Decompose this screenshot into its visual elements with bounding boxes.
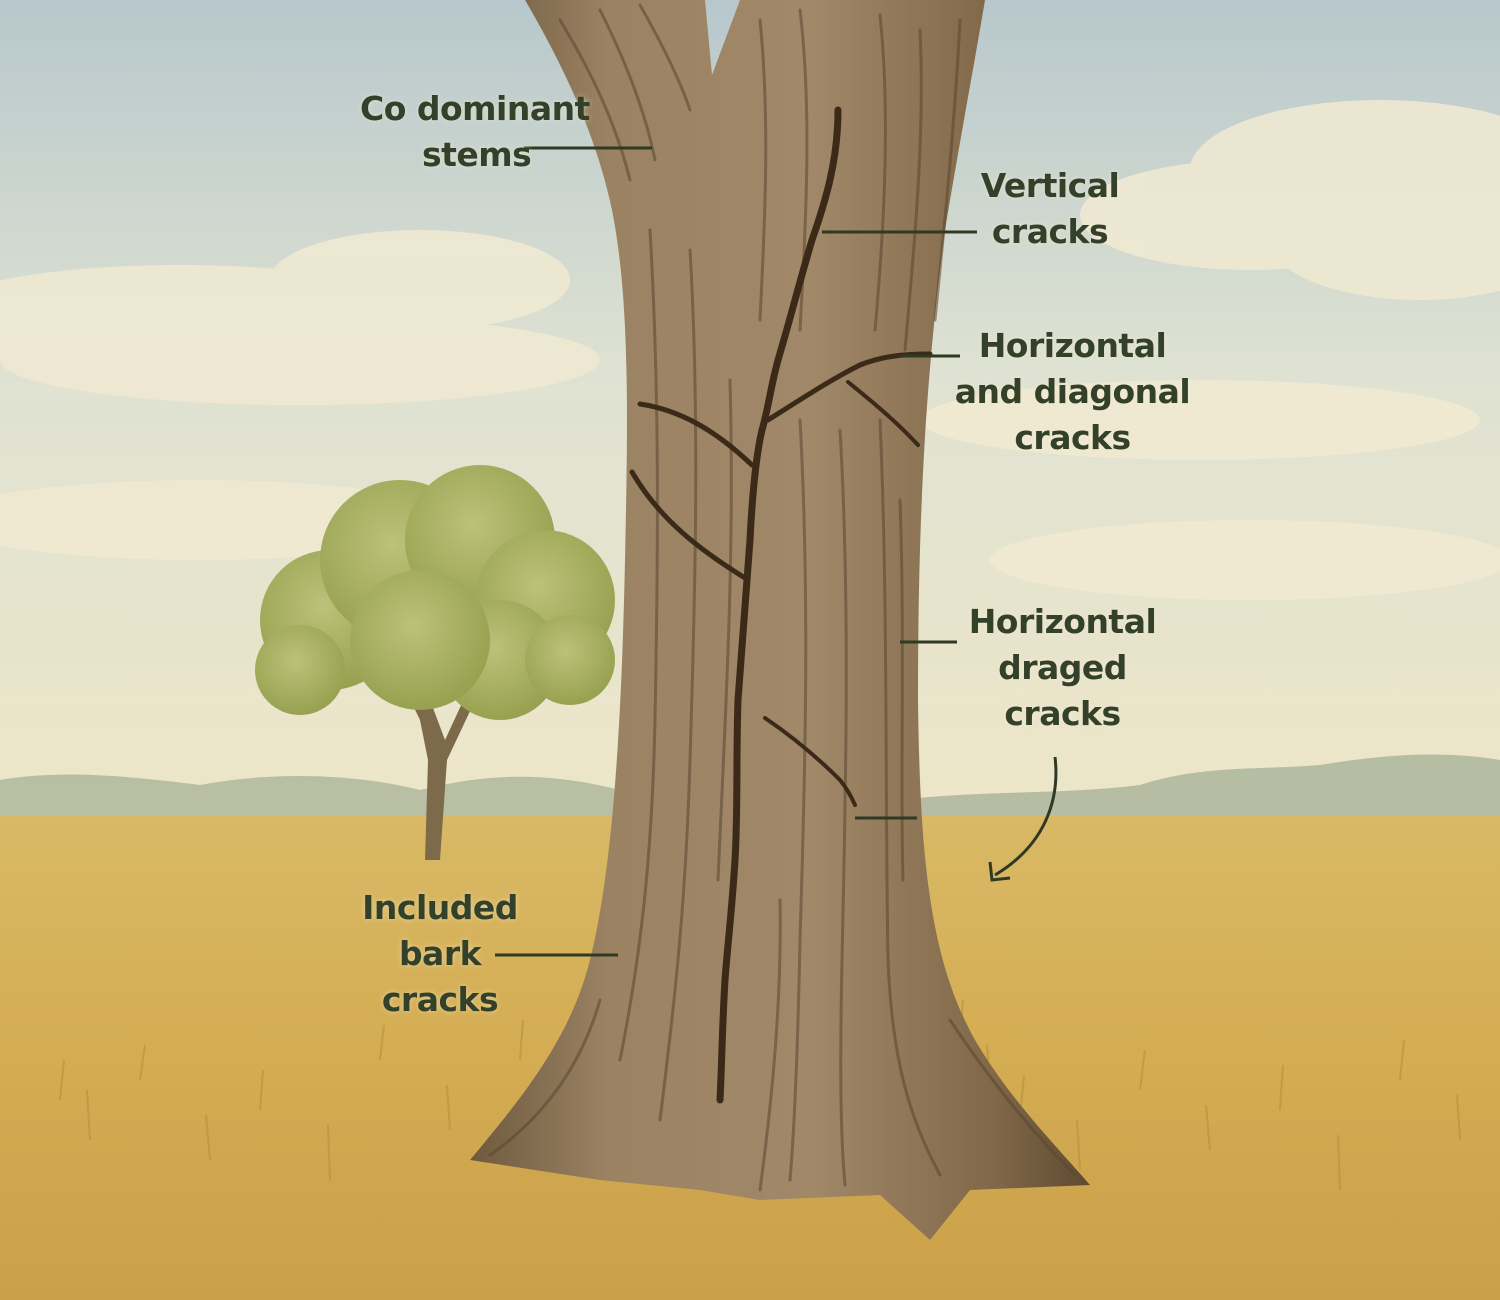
- bark-texture: [488, 3, 1077, 1192]
- label-vertical-line-1: Vertical: [980, 166, 1120, 205]
- label-vertical-line-2: cracks: [991, 212, 1109, 251]
- vertical-crack: [716, 106, 842, 1104]
- label-horizontal-diagonal-cracks: Horizontal and diagonal cracks: [940, 323, 1205, 461]
- label-horizontal-dragged-cracks: Horizontal draged cracks: [950, 599, 1175, 737]
- cracks: [629, 106, 933, 1104]
- label-codominant-line-2: stems: [422, 135, 532, 174]
- dragged-crack: [763, 716, 857, 807]
- leader-lines: [495, 146, 1058, 957]
- arrow-head: [988, 861, 1011, 882]
- diagonal-crack-left-upper: [637, 401, 755, 468]
- label-horizdiag-line-3: cracks: [1014, 418, 1131, 457]
- label-horizdiag-line-2: and diagonal: [954, 372, 1191, 411]
- label-horizdiag-line-1: Horizontal: [978, 326, 1167, 365]
- background-tree: [255, 465, 615, 860]
- clouds: [0, 100, 1500, 600]
- label-dragged-line-3: cracks: [1004, 694, 1121, 733]
- label-codominant-line-1: Co dominant: [360, 89, 590, 128]
- label-codominant-stems: Co dominant stems: [360, 86, 590, 178]
- diagonal-crack-right: [846, 380, 920, 447]
- label-vertical-cracks: Vertical cracks: [960, 163, 1140, 255]
- label-included-line-2: bark: [398, 934, 482, 973]
- label-dragged-line-2: draged: [998, 648, 1127, 687]
- label-included-line-1: Included: [362, 888, 518, 927]
- label-included-bark-cracks: Included bark cracks: [340, 885, 540, 1023]
- label-included-line-3: cracks: [381, 980, 499, 1019]
- curved-arrow: [994, 756, 1058, 877]
- label-dragged-line-1: Horizontal: [968, 602, 1157, 641]
- diagonal-crack-left-lower: [629, 469, 748, 581]
